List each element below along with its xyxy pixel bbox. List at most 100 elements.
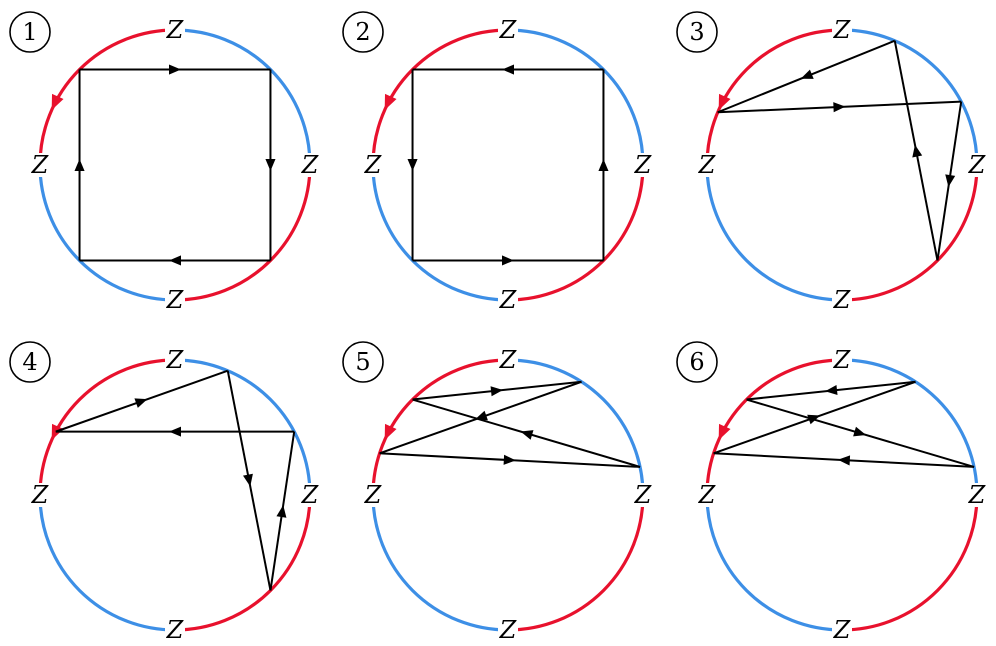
edge-direction-arrow-icon (912, 144, 923, 158)
red-arc (841, 494, 979, 632)
panel-number: 2 (355, 18, 370, 46)
z-label-bg (300, 483, 320, 507)
z-label-bg (300, 153, 320, 177)
z-label-top: Z (166, 16, 185, 44)
red-arc (174, 494, 312, 632)
edge-direction-arrow-icon (837, 455, 851, 466)
red-arc (174, 164, 312, 302)
z-label-bottom: Z (499, 616, 518, 644)
z-label-bg (967, 153, 987, 177)
blue-arc (38, 494, 176, 632)
edge-direction-arrow-icon (169, 255, 181, 266)
z-label-left: Z (698, 151, 717, 179)
z-label-bottom: Z (499, 286, 518, 314)
z-label-left: Z (31, 481, 50, 509)
panel-number: 3 (689, 18, 704, 46)
orientation-arrow-icon (718, 423, 731, 441)
edge-direction-arrow-icon (490, 386, 503, 397)
edge-direction-arrow-icon (169, 64, 181, 75)
z-label-bg (498, 288, 518, 312)
edge-direction-arrow-icon (502, 64, 514, 75)
z-label-bottom: Z (166, 286, 185, 314)
orientation-arrow-icon (384, 423, 397, 441)
z-label-bg (165, 618, 185, 642)
edge-direction-arrow-icon (503, 454, 516, 465)
z-label-bg (30, 153, 50, 177)
edge-direction-arrow-icon (807, 414, 821, 425)
z-label-bg (165, 288, 185, 312)
orientation-arrow-icon (384, 93, 397, 111)
edge-direction-arrow-icon (833, 102, 846, 113)
z-label-bg (967, 483, 987, 507)
panel-number-circle (342, 11, 384, 53)
blue-arc (507, 358, 645, 496)
blue-arc (174, 358, 312, 496)
edge-direction-arrow-icon (474, 410, 488, 421)
panel-number: 5 (355, 348, 370, 376)
edge-direction-arrow-icon (598, 159, 609, 171)
z-label-right: Z (968, 151, 987, 179)
orientation-arrow-icon (718, 93, 731, 111)
edge-direction-arrow-icon (265, 159, 276, 171)
z-label-bg (165, 18, 185, 42)
z-label-left: Z (364, 481, 383, 509)
edge-direction-arrow-icon (134, 398, 148, 408)
z-label-right: Z (634, 151, 653, 179)
panel-number-circle (9, 11, 51, 53)
z-label-bg (832, 348, 852, 372)
edge-direction-arrow-icon (74, 159, 85, 171)
z-label-right: Z (634, 481, 653, 509)
panel-number-circle (342, 341, 384, 383)
z-label-bg (498, 348, 518, 372)
red-arc (705, 28, 843, 166)
z-label-top: Z (833, 16, 852, 44)
z-label-top: Z (833, 346, 852, 374)
edge-direction-arrow-icon (169, 426, 181, 437)
panel-number: 4 (22, 348, 37, 376)
z-label-bottom: Z (166, 616, 185, 644)
panel-5: Z Z Z Z 5 (342, 341, 653, 644)
z-label-top: Z (166, 346, 185, 374)
z-label-right: Z (301, 151, 320, 179)
z-label-bg (363, 483, 383, 507)
panel-number: 6 (689, 348, 704, 376)
orientation-arrow-icon (51, 93, 64, 111)
z-label-left: Z (31, 151, 50, 179)
panel-number-circle (676, 11, 718, 53)
panel-1: Z Z Z Z 1 (9, 11, 320, 314)
panel-number-circle (676, 341, 718, 383)
z-label-bg (697, 153, 717, 177)
blue-arc (705, 164, 843, 302)
panel-3: Z Z Z Z 3 (676, 11, 987, 314)
blue-arc (371, 494, 509, 632)
edge-direction-arrow-icon (276, 505, 287, 518)
panel-number: 1 (22, 18, 37, 46)
z-label-right: Z (301, 481, 320, 509)
red-arc (507, 164, 645, 302)
z-label-left: Z (698, 481, 717, 509)
red-arc (507, 494, 645, 632)
z-label-bottom: Z (833, 286, 852, 314)
edge-direction-arrow-icon (800, 69, 814, 79)
z-label-left: Z (364, 151, 383, 179)
blue-arc (371, 164, 509, 302)
blue-arc (841, 358, 979, 496)
red-arc (38, 358, 176, 496)
z-label-top: Z (499, 346, 518, 374)
edge-direction-arrow-icon (243, 473, 253, 487)
edge-direction-arrow-icon (945, 174, 956, 187)
edge-direction-arrow-icon (407, 159, 418, 171)
z-label-bg (832, 288, 852, 312)
edge-direction-arrow-icon (502, 255, 514, 266)
z-label-bg (498, 18, 518, 42)
z-label-bg (633, 483, 653, 507)
blue-arc (705, 494, 843, 632)
blue-arc (841, 28, 979, 166)
z-label-bg (165, 348, 185, 372)
z-label-right: Z (968, 481, 987, 509)
red-arc (841, 164, 979, 302)
blue-arc (507, 28, 645, 166)
